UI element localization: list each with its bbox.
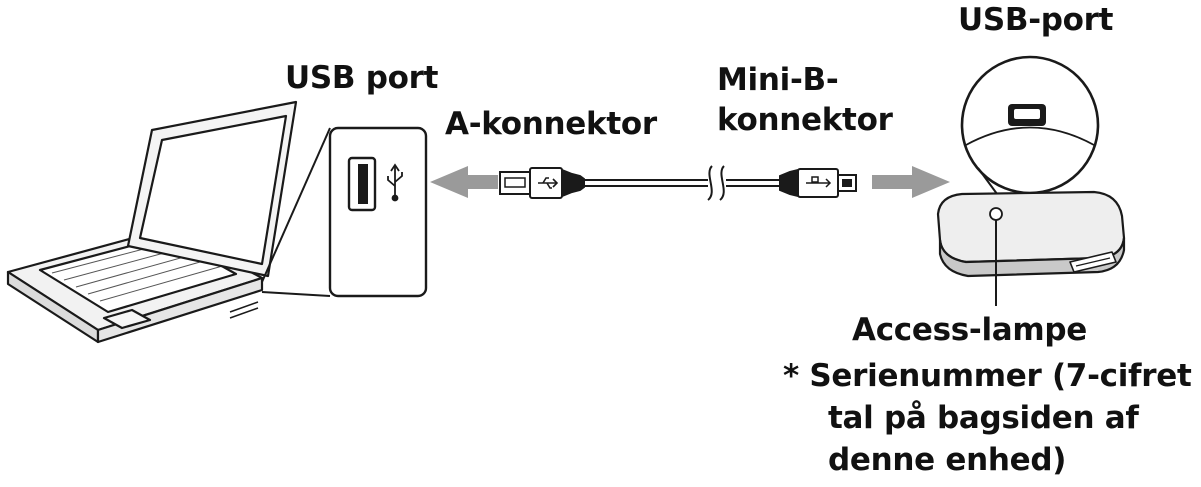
serial-number-line2: tal på bagsiden af <box>828 400 1139 436</box>
right-arrow-icon <box>872 166 950 198</box>
mini-b-label-line1: Mini-B- <box>717 62 839 98</box>
cable-break-icon <box>707 165 725 201</box>
usb-a-plug-icon <box>499 167 585 199</box>
a-connector-label: A-konnektor <box>445 106 657 142</box>
mini-b-plug-icon <box>779 168 857 198</box>
usb-port-label-right: USB-port <box>958 2 1114 38</box>
card-reader-device-icon <box>936 190 1126 278</box>
usb-a-port-inset <box>328 126 428 298</box>
access-lamp-label: Access-lampe <box>852 312 1088 348</box>
callout-lines-left <box>261 127 331 297</box>
cable <box>584 179 780 187</box>
usb-a-port-icon <box>347 156 377 212</box>
usb-port-label-left: USB port <box>285 60 439 96</box>
mini-b-label-line2: konnektor <box>717 102 893 138</box>
mini-b-port-icon <box>1008 104 1046 126</box>
serial-number-line3: denne enhed) <box>828 442 1067 478</box>
left-arrow-icon <box>430 166 498 198</box>
usb-symbol-icon <box>387 163 403 202</box>
serial-number-line1: * Serienummer (7-cifret <box>783 358 1192 394</box>
laptop-icon <box>6 100 298 344</box>
